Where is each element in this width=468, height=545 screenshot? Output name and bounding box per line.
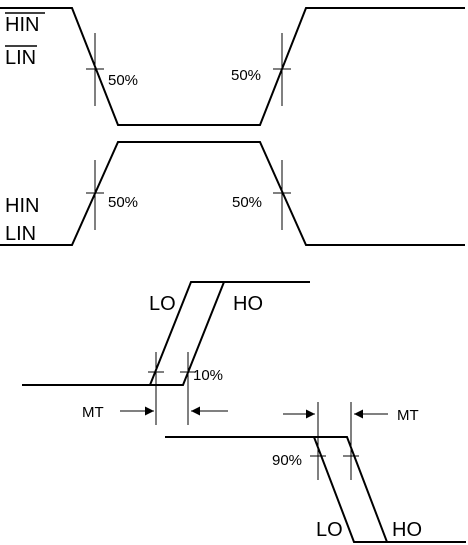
percent-label-fall: 90% [272,452,302,469]
percent-label-top-left: 50% [108,72,138,89]
label-fall-ho: HO [392,519,422,541]
percent-label-top-right: 50% [231,67,261,84]
label-hin-bar: HIN [5,14,39,36]
mt-label-left: MT [82,404,104,421]
percent-label-rise: 10% [193,367,223,384]
waveform-hin-lin-inverted [0,7,465,126]
label-rise-lo: LO [149,293,176,315]
label-lin-bar: LIN [5,47,36,69]
mt-label-right: MT [397,407,419,424]
label-fall-lo: LO [316,519,343,541]
waveform-lo-rising [22,281,230,386]
label-rise-ho: HO [233,293,263,315]
percent-label-mid-left: 50% [108,194,138,211]
waveform-ho-falling [314,436,466,543]
waveform-ho-rising [150,281,310,386]
label-lin: LIN [5,223,36,245]
label-hin: HIN [5,195,39,217]
waveform-hin-lin [0,141,465,246]
percent-label-mid-right: 50% [232,194,262,211]
waveform-lo-falling [165,436,389,543]
